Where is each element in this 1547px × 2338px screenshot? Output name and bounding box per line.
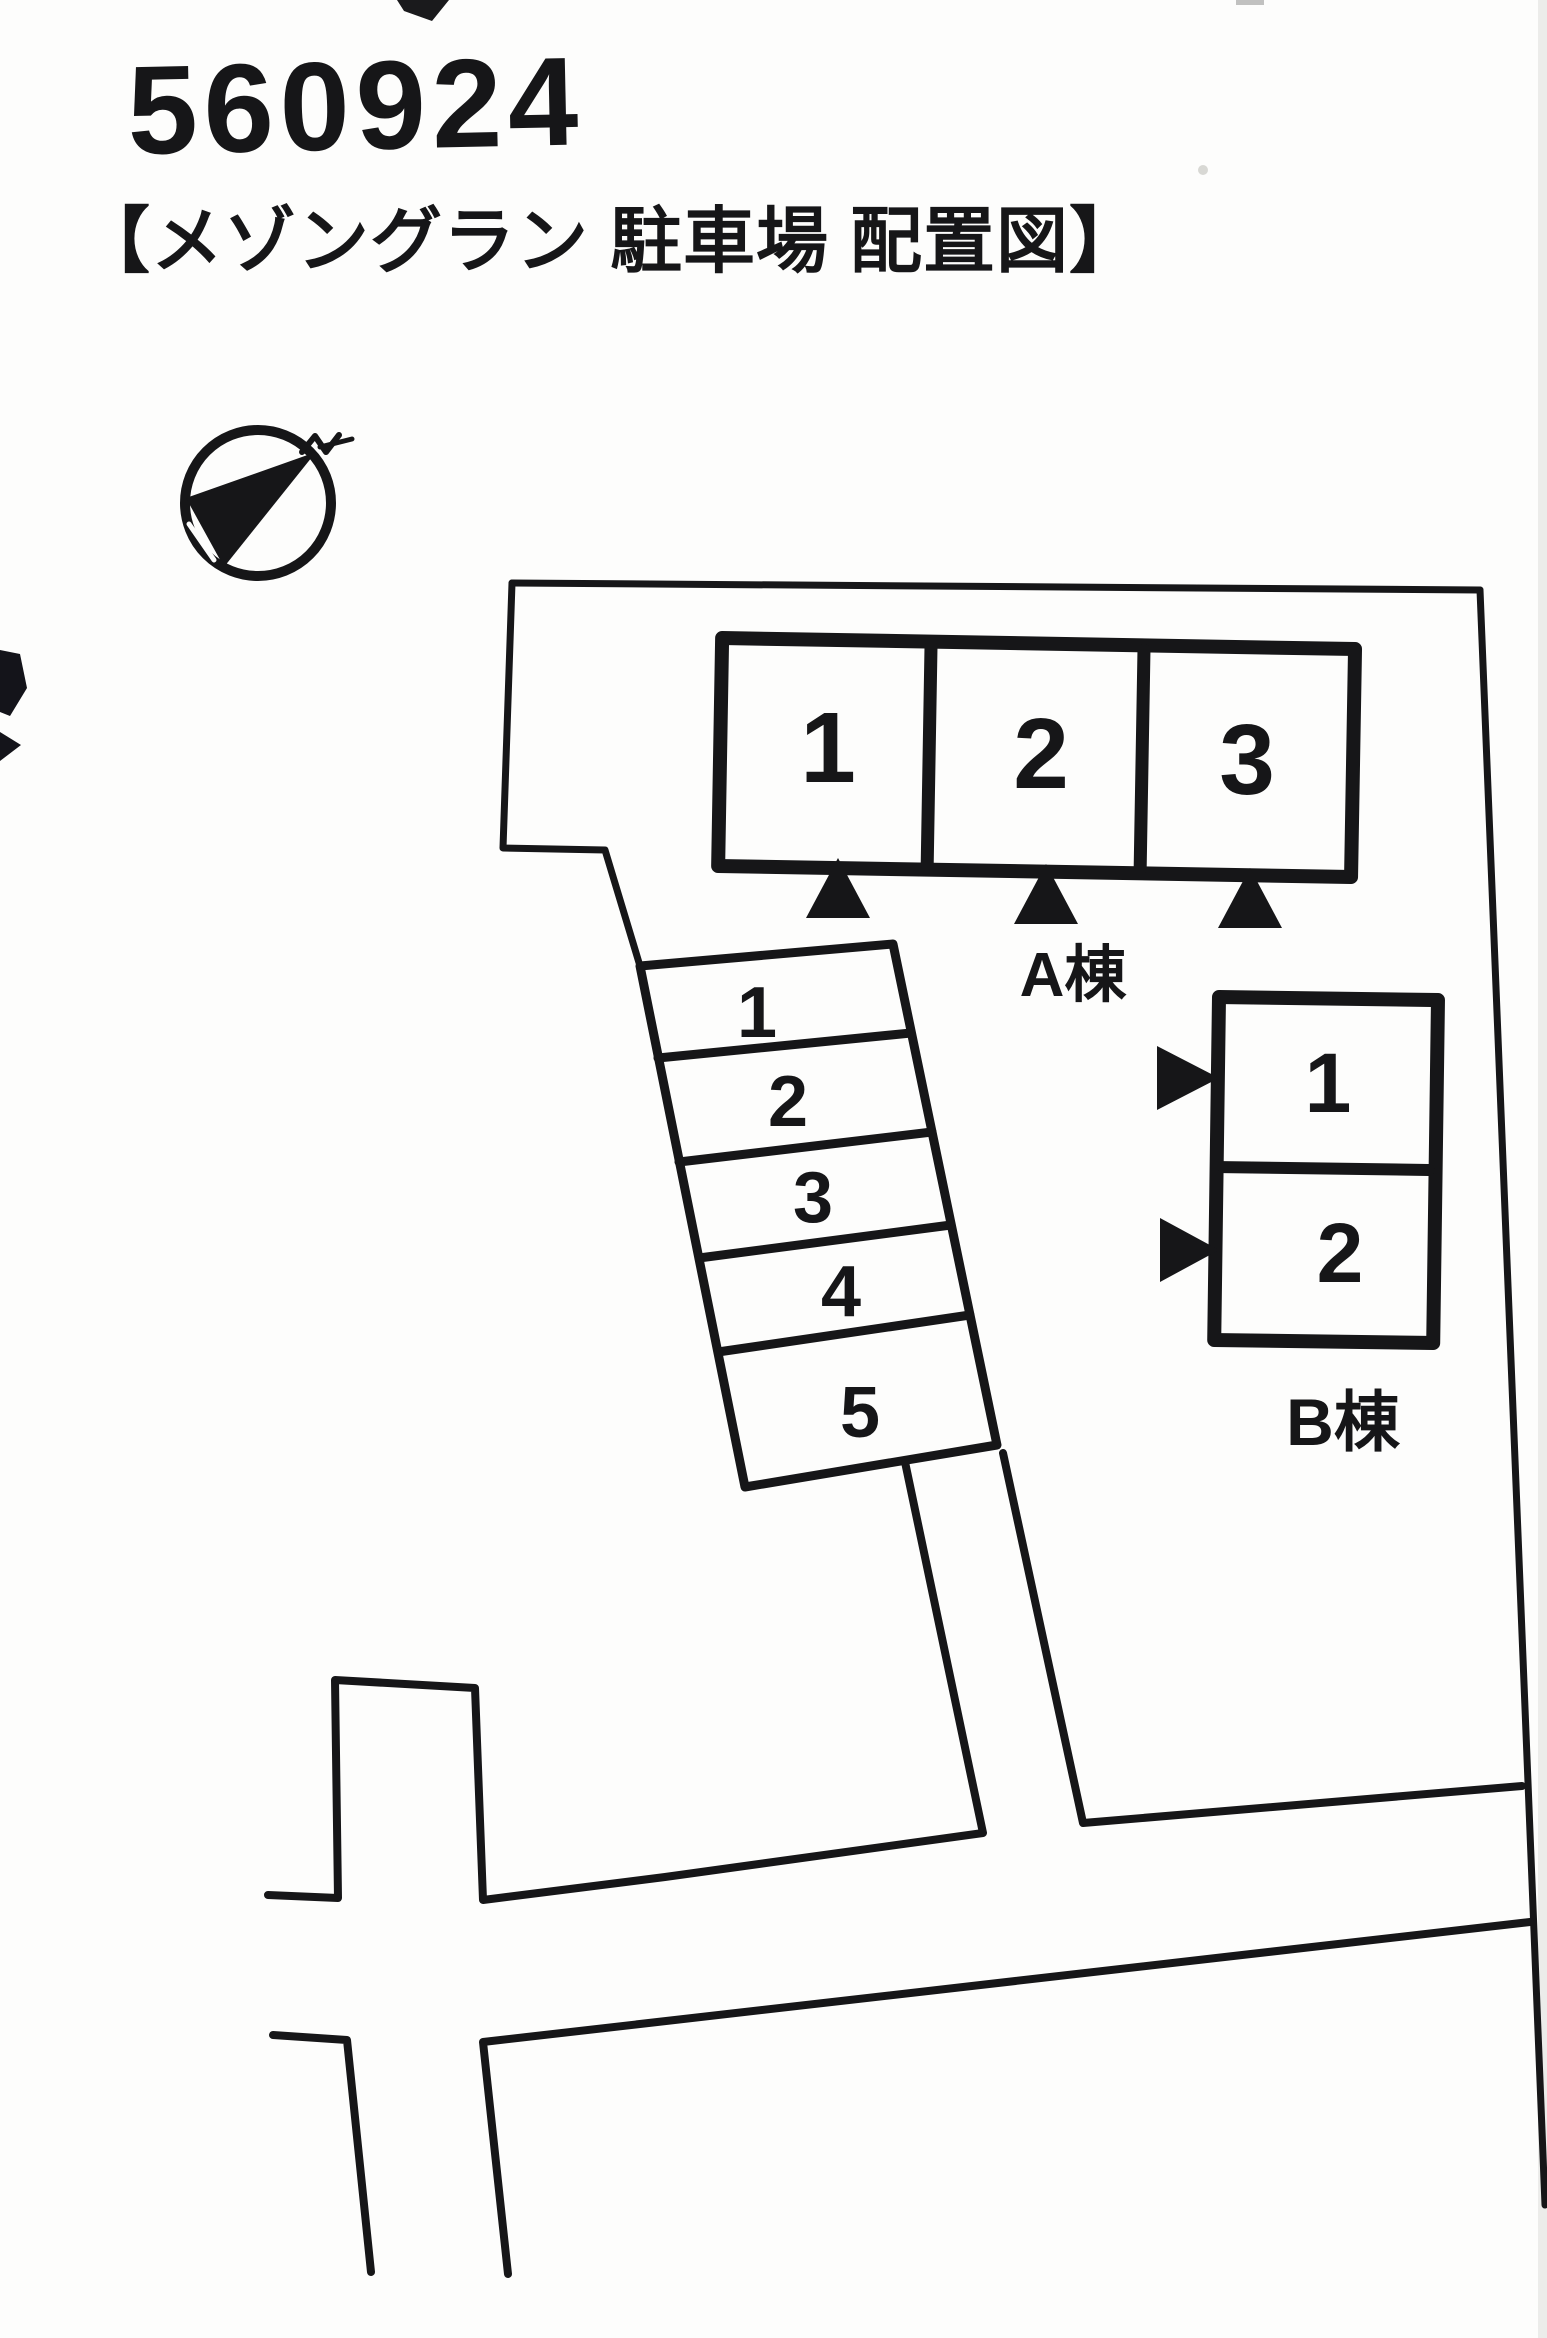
street-right-and-road-bottom-east [479, 1918, 1534, 2278]
scan-artifact-top-right [1236, 0, 1264, 5]
b-space-1-label: 1 [1305, 1036, 1352, 1130]
scan-edge-band-right [1538, 0, 1547, 2338]
site-boundary-top [508, 579, 1484, 594]
row-space-5-label: 5 [840, 1373, 880, 1453]
b-space-2-label: 2 [1317, 1206, 1364, 1300]
driveway-right-and-road-top-east [999, 1449, 1526, 1827]
scan-artifact-left-blob [0, 650, 27, 716]
entry-triangle-b1 [1157, 1046, 1219, 1110]
row-space-1-label: 1 [737, 973, 777, 1053]
page-title: 【メゾングラン 駐車場 配置図】 [78, 202, 1143, 282]
site-boundary-left-step [499, 579, 644, 970]
entry-triangle-a3 [1218, 868, 1282, 928]
site-boundary-right [1476, 586, 1547, 2209]
a-block-box [711, 631, 1363, 885]
a-space-2-label: 2 [1013, 698, 1069, 810]
a-space-3-label: 3 [1219, 704, 1275, 816]
slanted-parking-row [635, 939, 1002, 1492]
road-bottom-west-and-street-left [269, 2031, 375, 2276]
b-block-box [1207, 990, 1445, 1351]
road-top-edge-west-and-driveway-left [264, 1458, 987, 1904]
scan-artifact-left-tick [0, 732, 21, 761]
scan-artifact-top-edge [397, 0, 449, 21]
scan-speck [1198, 165, 1208, 175]
north-compass-icon [180, 425, 355, 581]
entry-triangle-a1 [806, 858, 870, 918]
b-block-label: B棟 [1286, 1385, 1401, 1459]
row-space-3-label: 3 [793, 1158, 833, 1238]
entry-triangle-a2 [1014, 864, 1078, 924]
a-block-label: A棟 [1020, 941, 1128, 1010]
a-space-1-label: 1 [800, 692, 856, 804]
row-space-2-label: 2 [768, 1062, 808, 1142]
entry-triangle-b2 [1160, 1218, 1219, 1282]
row-space-4-label: 4 [821, 1252, 861, 1332]
